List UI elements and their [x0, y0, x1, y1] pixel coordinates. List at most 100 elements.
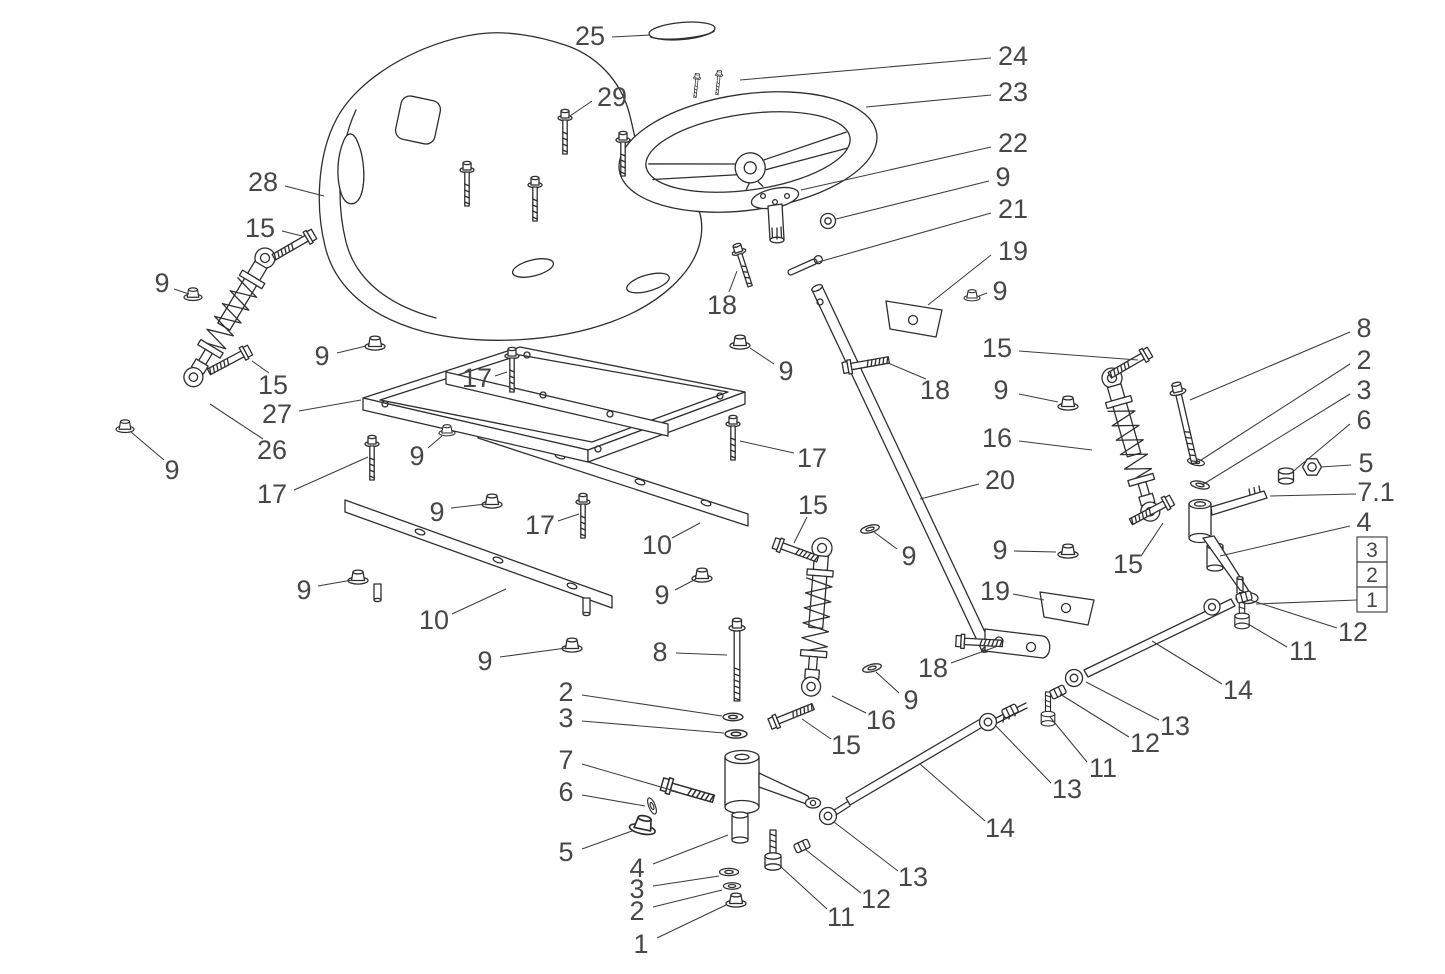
callout-24: 24: [998, 41, 1028, 71]
callout-6: 6: [1356, 405, 1371, 435]
leader-line: [1085, 681, 1160, 721]
callout-9: 9: [992, 276, 1007, 306]
leader-line: [1255, 599, 1358, 605]
leader-line: [671, 522, 701, 539]
flange-nut-9: [364, 335, 386, 351]
callout-15: 15: [982, 333, 1012, 363]
callout-21: 21: [998, 194, 1028, 224]
callout-5: 5: [1358, 448, 1373, 478]
leader-line: [581, 720, 725, 734]
pitman-arm: [984, 628, 1051, 659]
leader-line: [739, 440, 795, 454]
callout-27: 27: [262, 399, 292, 429]
callout-25: 25: [575, 21, 605, 51]
washer-3: [724, 729, 748, 739]
callout-13: 13: [1160, 711, 1190, 741]
seat-frame: [362, 346, 746, 463]
shock-absorber-right: [1096, 364, 1167, 525]
callout-20: 20: [985, 465, 1015, 495]
leader-line: [1201, 393, 1351, 486]
flange-nut-9: [561, 637, 583, 653]
leader-line: [130, 431, 165, 461]
callout-16: 16: [982, 423, 1012, 453]
long-bolt-8: [1167, 380, 1203, 466]
leader-line: [805, 849, 862, 894]
long-bolt-8: [728, 617, 746, 702]
callout-8: 8: [652, 637, 667, 667]
steering-wheel: [618, 91, 878, 213]
flange-nut-9: [183, 287, 203, 302]
callout-12: 12: [1130, 728, 1160, 758]
leader-line: [887, 362, 927, 380]
leader-line: [978, 292, 988, 297]
leader-line: [1018, 440, 1093, 451]
washer-9: [861, 661, 883, 675]
leader-line: [581, 830, 633, 850]
callout-9: 9: [429, 497, 444, 527]
leader-line: [1018, 393, 1059, 403]
callout-9: 9: [409, 441, 424, 471]
rail-stud: [582, 597, 591, 615]
flange-nut-9: [1057, 395, 1079, 411]
tie-rod-rear: [1064, 598, 1236, 688]
leader-line: [865, 94, 992, 108]
callout-15: 15: [798, 490, 828, 520]
callout-18: 18: [920, 375, 950, 405]
leader-line: [451, 588, 507, 615]
callout-10: 10: [642, 530, 672, 560]
leader-line: [611, 34, 651, 38]
leader-line: [1249, 599, 1338, 629]
boxed-callout-3: 3: [1366, 539, 1378, 562]
callout-14: 14: [1223, 675, 1253, 705]
leader-line: [1269, 493, 1357, 497]
callout-18: 18: [707, 290, 737, 320]
seat-pad: [648, 21, 716, 41]
washer-2: [722, 712, 744, 722]
spacer-sleeve-left: [731, 811, 749, 844]
leader-line: [1018, 350, 1139, 361]
leader-line: [1151, 640, 1223, 685]
callout-26: 26: [257, 435, 287, 465]
flange-nut-9: [963, 289, 981, 302]
hub-washer: [819, 212, 837, 230]
leader-line: [875, 671, 900, 694]
washer-6: [645, 796, 659, 816]
leader-line: [814, 212, 992, 264]
boxed-label-cell: [1356, 586, 1388, 613]
callout-17: 17: [257, 479, 287, 509]
bushing-right: [1277, 467, 1295, 485]
leader-line: [950, 645, 999, 664]
callout-16: 16: [866, 705, 896, 735]
callout-15: 15: [1113, 549, 1143, 579]
leader-line: [581, 763, 679, 793]
callout-3: 3: [629, 874, 644, 904]
callout-4: 4: [1356, 507, 1371, 537]
leader-line: [873, 531, 898, 550]
leader-line: [293, 456, 369, 491]
leader-line: [1197, 363, 1351, 463]
callout-11: 11: [1089, 753, 1117, 783]
washer-3: [1189, 478, 1211, 492]
bolt-17: [725, 414, 741, 461]
bolt-15: [766, 699, 817, 732]
callout-19: 19: [980, 576, 1010, 606]
leader-line: [675, 652, 728, 656]
callout-11: 11: [1289, 636, 1317, 666]
leader-line: [674, 578, 697, 591]
callout-23: 23: [998, 77, 1028, 107]
callout-15: 15: [831, 730, 861, 760]
nut-1: [725, 892, 747, 908]
callout-17: 17: [797, 443, 827, 473]
callout-15: 15: [245, 213, 275, 243]
steering-pin: [787, 254, 823, 276]
leader-line: [569, 100, 593, 117]
leader-line: [499, 647, 567, 658]
leader-line: [1247, 623, 1288, 648]
leader-line: [831, 695, 867, 714]
flange-nut-9: [481, 493, 503, 509]
leader-line: [835, 180, 990, 220]
jam-nut-12: [1000, 703, 1020, 719]
bolt-15: [1105, 345, 1155, 382]
boxed-callout-2: 2: [1366, 564, 1378, 587]
